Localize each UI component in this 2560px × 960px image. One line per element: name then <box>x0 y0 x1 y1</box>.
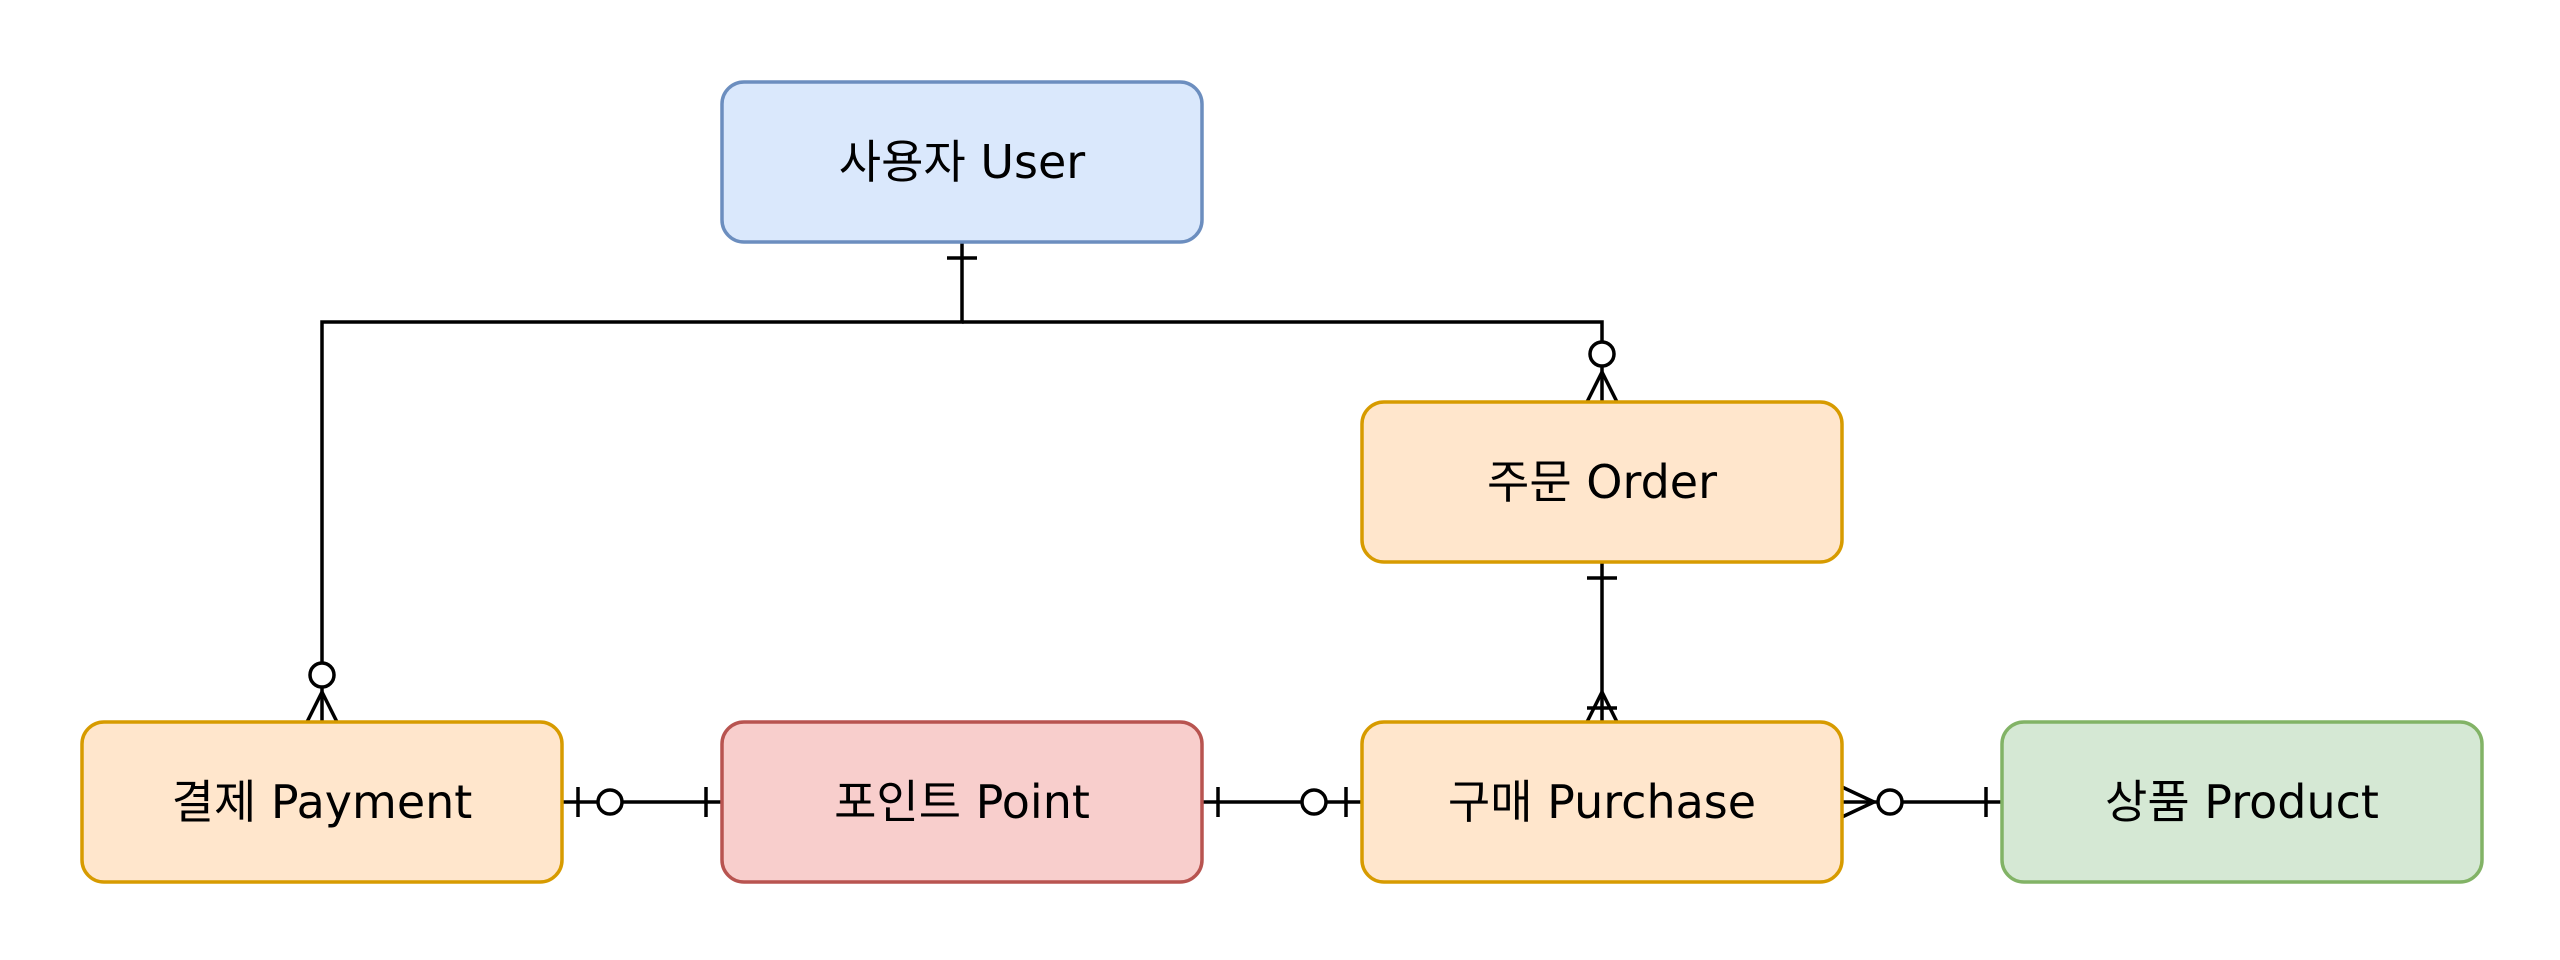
purchase-many-mark <box>1585 688 1619 723</box>
entity-product-box <box>2002 722 2482 882</box>
entity-purchase-border <box>1360 720 1844 884</box>
relationship-payment-point <box>562 787 722 817</box>
relationship-user-payment <box>305 242 977 723</box>
entity-order-box <box>1362 402 1842 562</box>
entity-user-border <box>720 80 1204 244</box>
purchase-side-zero-mark <box>1300 788 1328 816</box>
payment-side-zero-mark <box>596 788 624 816</box>
order-zero-mark <box>1588 340 1616 368</box>
entity-point[interactable]: 포인트 Point <box>720 720 1204 884</box>
relationship-order-purchase <box>1585 562 1619 723</box>
entity-product-label: 상품 Product <box>2105 775 2379 829</box>
payment-many-mark <box>305 688 339 723</box>
entity-user[interactable]: 사용자 User <box>720 80 1204 244</box>
entity-user-label: 사용자 User <box>839 135 1086 189</box>
entity-purchase[interactable]: 구매 Purchase <box>1360 720 1844 884</box>
entity-order-border <box>1360 400 1844 564</box>
entity-point-box <box>722 722 1202 882</box>
entity-order[interactable]: 주문 Order <box>1360 400 1844 564</box>
relationship-purchase-product <box>1841 785 2002 819</box>
entity-point-label: 포인트 Point <box>834 775 1090 829</box>
payment-zero-mark <box>308 661 336 689</box>
entity-point-border <box>720 720 1204 884</box>
relationships <box>305 242 2002 819</box>
entity-payment-border <box>80 720 564 884</box>
relationship-point-purchase <box>1202 787 1362 817</box>
entity-user-box <box>722 82 1202 242</box>
purchase-product-zero-mark <box>1876 788 1904 816</box>
relationship-user-order <box>962 320 1619 403</box>
entity-product-border <box>2000 720 2484 884</box>
order-many-mark <box>1585 368 1619 403</box>
entity-payment[interactable]: 결제 Payment <box>80 720 564 884</box>
entity-payment-box <box>82 722 562 882</box>
purchase-product-many-mark <box>1841 785 1879 819</box>
entity-payment-label: 결제 Payment <box>172 775 473 829</box>
entity-product[interactable]: 상품 Product <box>2000 720 2484 884</box>
entity-purchase-label: 구매 Purchase <box>1448 775 1756 829</box>
entity-purchase-box <box>1362 722 1842 882</box>
entity-order-label: 주문 Order <box>1487 455 1717 509</box>
